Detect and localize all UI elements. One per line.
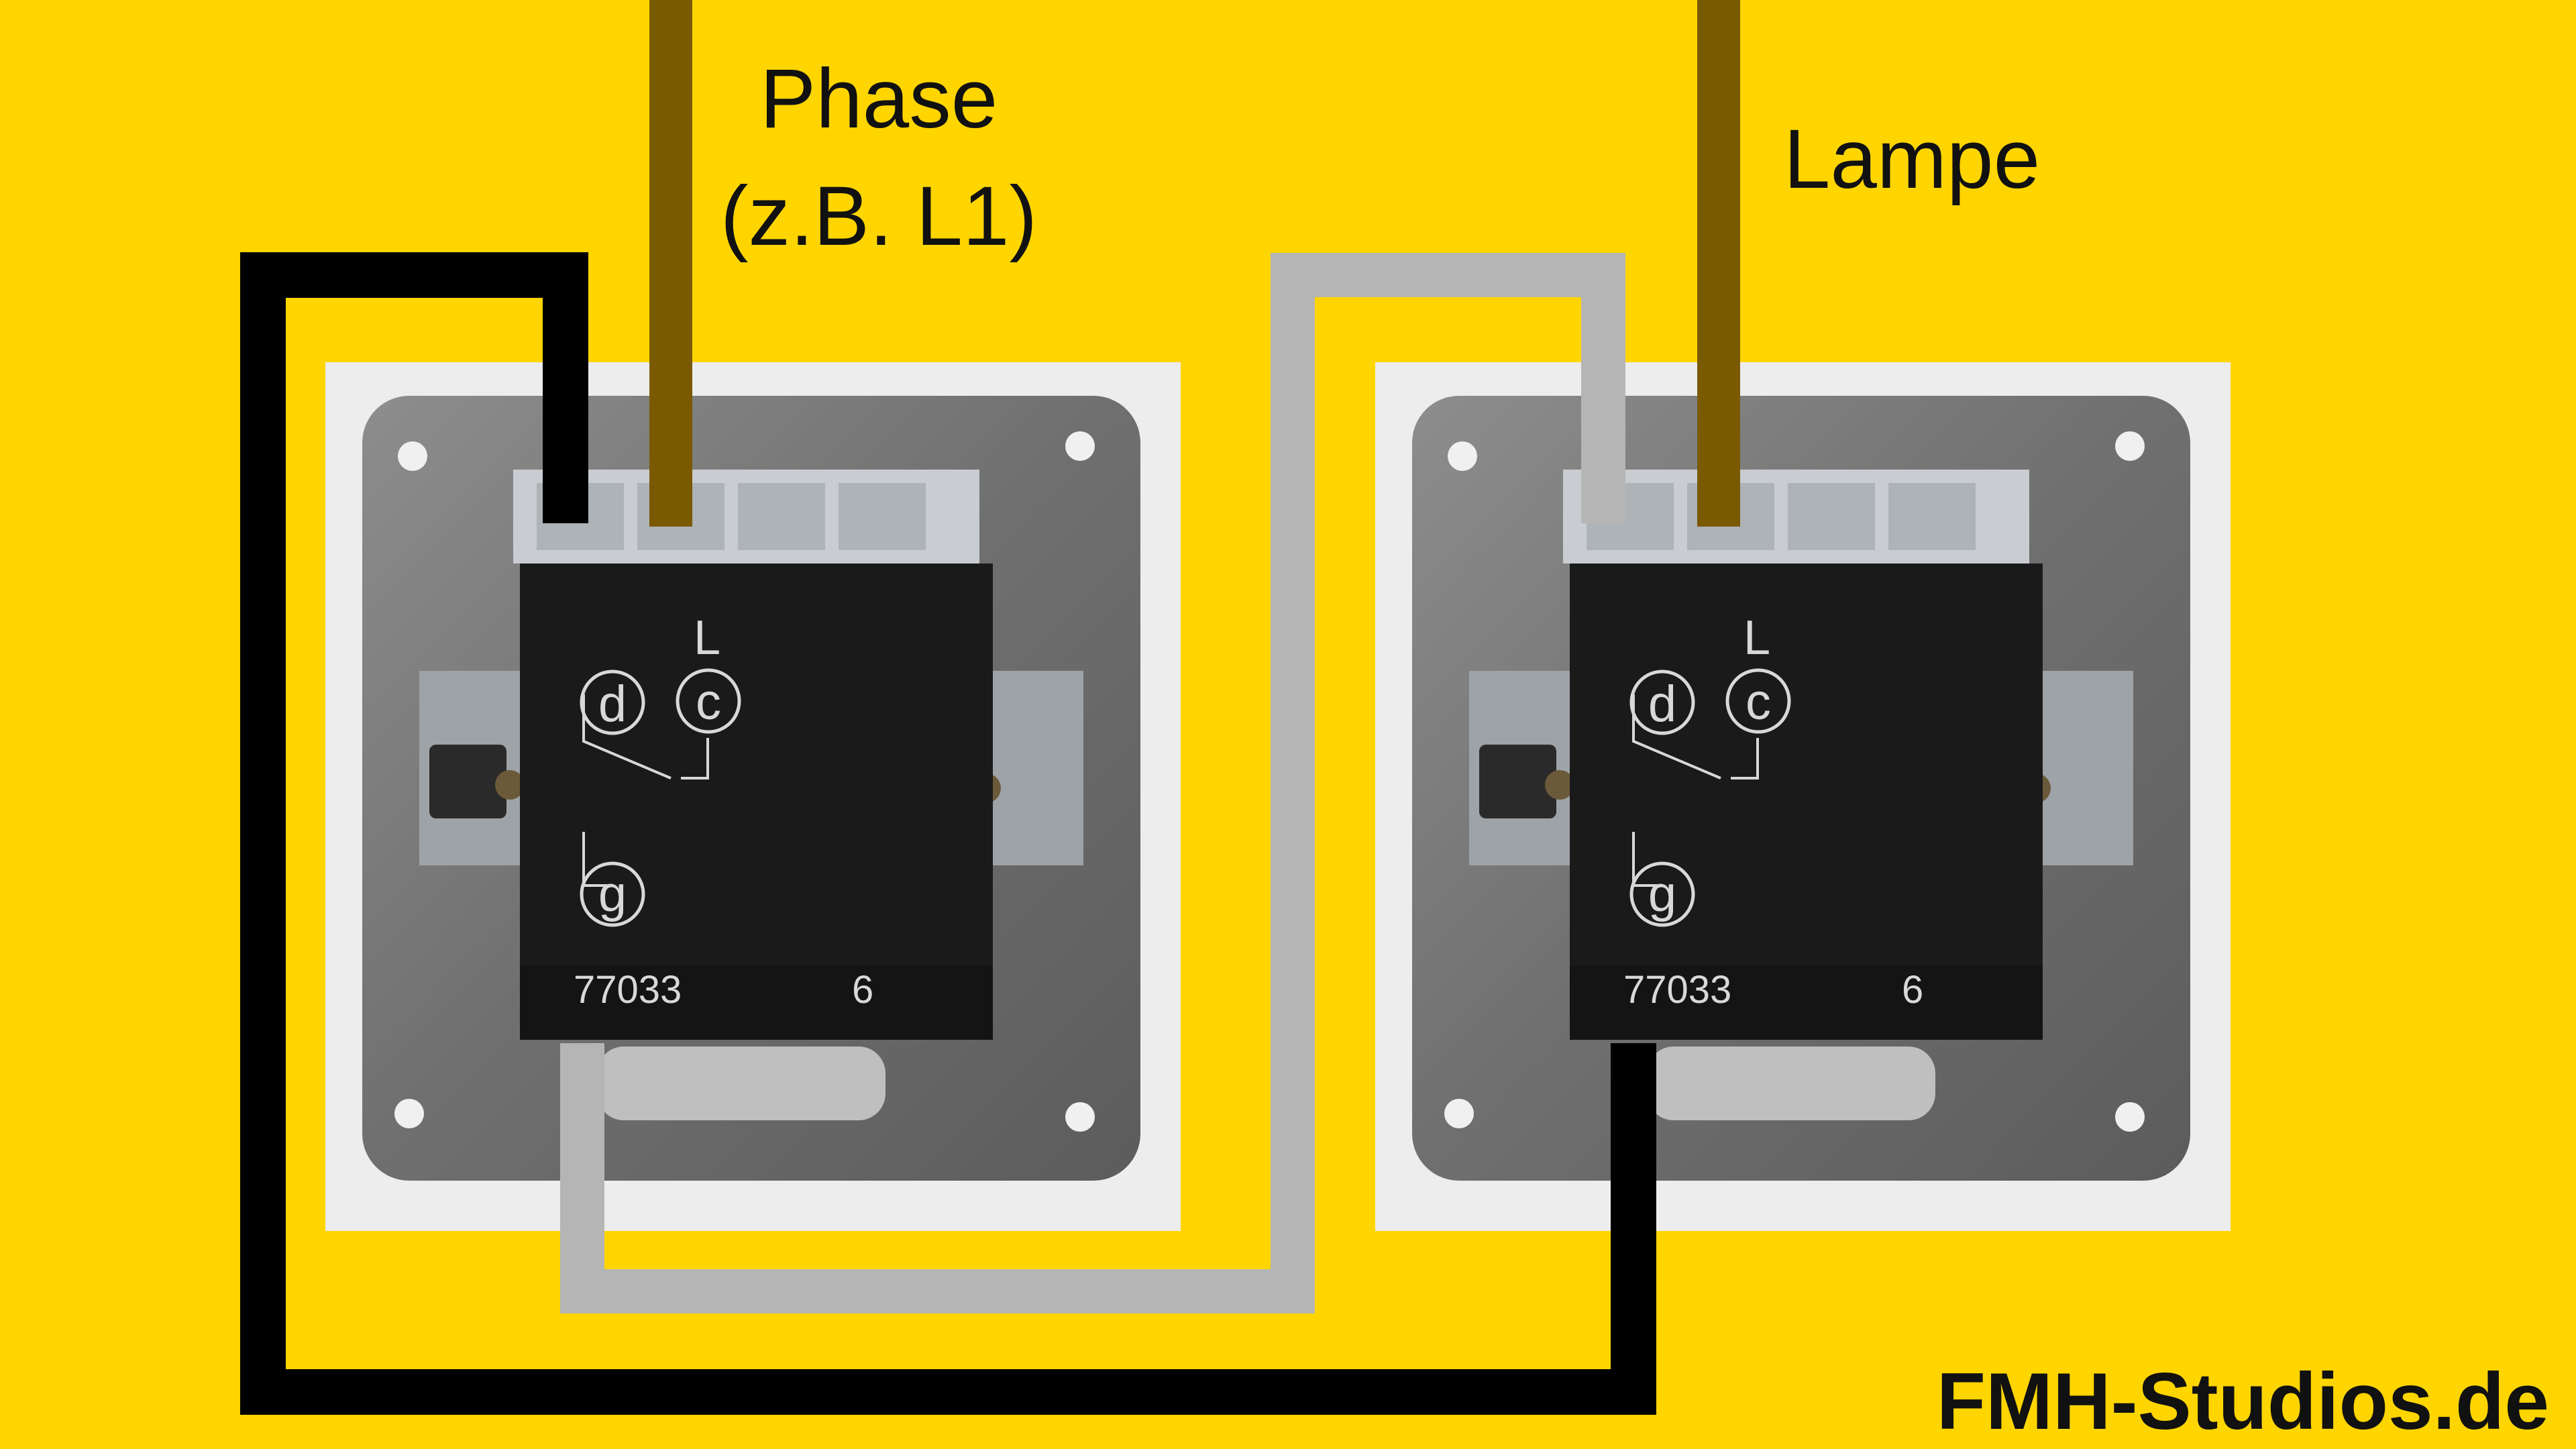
switch-1: d c g L 77033 6 [325,362,1181,1231]
screw-hole-icon [1065,1102,1095,1132]
part-number: 77033 [1623,968,1731,1012]
screw-icon [429,745,506,818]
terminal-d-label: d [1648,676,1676,733]
switch-1-body [520,564,993,1040]
terminal-g-label: g [1648,865,1676,922]
brand-watermark: FMH-Studios.de [1937,1356,2549,1446]
screw-hole-icon [398,441,427,471]
terminal-clamp [738,483,825,550]
screw-icon [1545,770,1574,800]
screw-hole-icon [2115,1102,2145,1132]
switch-1-label-strip [520,966,993,1040]
terminal-c-ring [1725,668,1791,734]
terminal-d-ring [1629,669,1695,735]
screw-icon [495,770,525,800]
grey-traveller-wire [560,253,1625,1313]
terminal-d-ring [580,669,645,735]
lamp-wire [1697,0,1740,527]
black-traveller-wire [240,252,1656,1415]
switch-1-bottom-latch [597,1046,885,1120]
mounting-claw-right [2029,671,2133,865]
terminal-clamp [1888,483,1976,550]
terminal-clamp [1788,483,1875,550]
screw-hole-icon [1065,431,1095,461]
terminal-d-label: d [598,676,627,733]
phase-label: Phase [760,52,998,146]
screw-hole-icon [2115,431,2145,461]
phase-sublabel: (z.B. L1) [720,170,1037,263]
mounting-claw-right [979,671,1083,865]
screw-hole-icon [1448,441,1477,471]
rating-label: 6 [852,968,873,1012]
screw-hole-icon [394,1099,424,1128]
terminal-c-label: c [1746,674,1771,731]
terminal-l-label: L [694,611,720,665]
terminal-g-label: g [598,865,627,922]
part-number: 77033 [574,968,682,1012]
lamp-label: Lampe [1784,113,2040,206]
phase-wire [649,0,692,527]
terminal-g-ring [1629,861,1695,927]
contact-symbol [681,738,709,780]
screw-icon [1479,745,1556,818]
contact-symbol [1731,738,1759,780]
terminal-c-ring [676,668,741,734]
switch-2-label-strip [1570,966,2043,1040]
terminal-c-label: c [696,674,721,731]
terminal-g-ring [580,861,645,927]
switch-2-body [1570,564,2043,1040]
terminal-l-label: L [1743,611,1770,665]
rating-label: 6 [1902,968,1923,1012]
terminal-clamp [839,483,926,550]
screw-hole-icon [1444,1099,1474,1128]
switch-2-bottom-latch [1647,1046,1935,1120]
switch-2: d c g L 77033 6 [1375,362,2231,1231]
